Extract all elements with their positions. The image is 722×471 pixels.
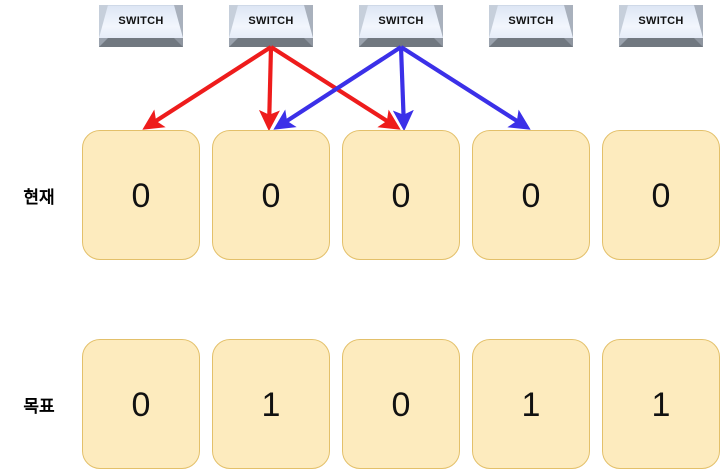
target-cell-5[interactable]: 1: [602, 339, 720, 469]
current-cell-1[interactable]: 0: [82, 130, 200, 260]
switch-row: SWITCH SWITCH SWITCH SWITCH: [0, 0, 722, 50]
switch-face-5: [619, 5, 703, 39]
arrow-red-3: [269, 45, 401, 130]
switch-button-1[interactable]: SWITCH: [99, 5, 183, 47]
switch-face-3: [359, 5, 443, 39]
current-cell-value-2: 0: [261, 177, 281, 215]
arrow-red-2: [258, 46, 280, 132]
row-label-current: 현재: [23, 188, 55, 208]
switch-label-2: SWITCH: [248, 15, 294, 27]
target-cell-value-5: 1: [651, 386, 671, 424]
current-cell-2[interactable]: 0: [212, 130, 330, 260]
target-cell-value-1: 0: [131, 386, 151, 424]
switch-bevel-left-5: [619, 5, 628, 38]
switch-button-4[interactable]: SWITCH: [489, 5, 573, 47]
switch-button-3[interactable]: SWITCH: [359, 5, 443, 47]
switch-base-4: [489, 38, 573, 47]
arrow-blue-1: [273, 45, 403, 130]
arrow-blue-2: [392, 46, 414, 132]
target-cell-2[interactable]: 1: [212, 339, 330, 469]
current-cell-value-3: 0: [391, 177, 411, 215]
switch-bevel-right-1: [174, 5, 183, 38]
switch-base-2: [229, 38, 313, 47]
switch-button-5[interactable]: SWITCH: [619, 5, 703, 47]
switch-label-1: SWITCH: [118, 15, 164, 27]
row-label-target: 목표: [23, 397, 55, 417]
target-cell-3[interactable]: 0: [342, 339, 460, 469]
switch-bevel-right-3: [434, 5, 443, 38]
switch-button-2[interactable]: SWITCH: [229, 5, 313, 47]
switch-bevel-left-4: [489, 5, 498, 38]
target-cell-value-3: 0: [391, 386, 411, 424]
current-cell-4[interactable]: 0: [472, 130, 590, 260]
target-cell-4[interactable]: 1: [472, 339, 590, 469]
arrow-blue-3: [399, 45, 531, 130]
switch-bevel-left-3: [359, 5, 368, 38]
switch-bevel-left-2: [229, 5, 238, 38]
switch-label-5: SWITCH: [638, 15, 684, 27]
switch-bevel-left-1: [99, 5, 108, 38]
switch-base-5: [619, 38, 703, 47]
current-cell-5[interactable]: 0: [602, 130, 720, 260]
switch-face-1: [99, 5, 183, 39]
switch-base-1: [99, 38, 183, 47]
current-cell-value-1: 0: [131, 177, 151, 215]
switch-label-4: SWITCH: [508, 15, 554, 27]
switch-face-2: [229, 5, 313, 39]
switch-base-3: [359, 38, 443, 47]
switch-bevel-right-5: [694, 5, 703, 38]
current-cell-value-5: 0: [651, 177, 671, 215]
target-cell-value-2: 1: [261, 386, 281, 424]
arrow-red-1: [142, 45, 273, 130]
switch-bevel-right-4: [564, 5, 573, 38]
switch-bevel-right-2: [304, 5, 313, 38]
switch-label-3: SWITCH: [378, 15, 424, 27]
current-cell-value-4: 0: [521, 177, 541, 215]
switch-face-4: [489, 5, 573, 39]
target-cell-1[interactable]: 0: [82, 339, 200, 469]
current-cell-3[interactable]: 0: [342, 130, 460, 260]
target-cell-value-4: 1: [521, 386, 541, 424]
